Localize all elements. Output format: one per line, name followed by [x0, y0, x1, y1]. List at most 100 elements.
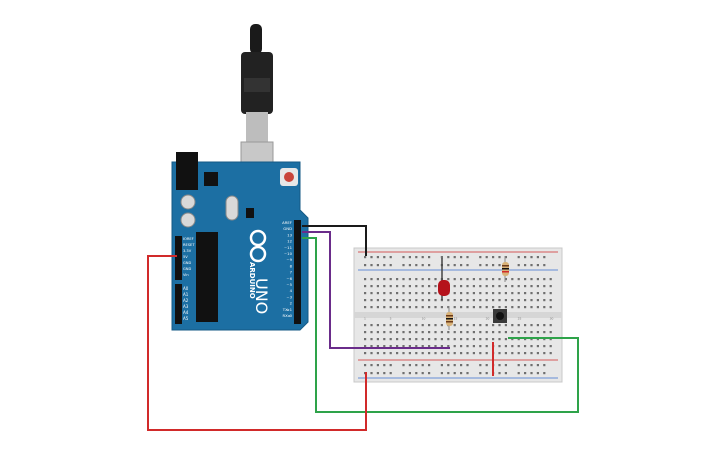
breadboard-hole[interactable]: [396, 285, 399, 288]
breadboard-hole[interactable]: [415, 331, 418, 334]
breadboard-hole[interactable]: [472, 292, 475, 295]
breadboard-hole[interactable]: [364, 331, 367, 334]
breadboard-hole[interactable]: [485, 278, 488, 281]
breadboard-hole[interactable]: [549, 338, 552, 341]
breadboard-hole[interactable]: [511, 292, 514, 295]
breadboard-hole[interactable]: [383, 278, 386, 281]
breadboard-hole[interactable]: [543, 285, 546, 288]
breadboard-hole[interactable]: [530, 264, 533, 267]
wire-green-pin11[interactable]: [302, 237, 579, 413]
breadboard-hole[interactable]: [530, 292, 533, 295]
breadboard-hole[interactable]: [466, 264, 469, 267]
breadboard-hole[interactable]: [543, 345, 546, 348]
breadboard-hole[interactable]: [453, 324, 456, 327]
breadboard-hole[interactable]: [536, 299, 539, 302]
breadboard-hole[interactable]: [428, 338, 431, 341]
breadboard-hole[interactable]: [453, 331, 456, 334]
breadboard-hole[interactable]: [549, 299, 552, 302]
breadboard-hole[interactable]: [536, 256, 539, 259]
breadboard-hole[interactable]: [453, 285, 456, 288]
breadboard-hole[interactable]: [479, 264, 482, 267]
breadboard-hole[interactable]: [530, 364, 533, 367]
breadboard-hole[interactable]: [536, 338, 539, 341]
breadboard-hole[interactable]: [536, 372, 539, 375]
breadboard-hole[interactable]: [549, 324, 552, 327]
breadboard-hole[interactable]: [498, 285, 501, 288]
breadboard-hole[interactable]: [517, 299, 520, 302]
breadboard-hole[interactable]: [460, 256, 463, 259]
breadboard-hole[interactable]: [428, 256, 431, 259]
breadboard-hole[interactable]: [492, 331, 495, 334]
breadboard-hole[interactable]: [370, 338, 373, 341]
breadboard-hole[interactable]: [543, 364, 546, 367]
breadboard-hole[interactable]: [504, 372, 507, 375]
breadboard-hole[interactable]: [370, 285, 373, 288]
breadboard-hole[interactable]: [415, 256, 418, 259]
breadboard-hole[interactable]: [466, 364, 469, 367]
breadboard-hole[interactable]: [383, 324, 386, 327]
breadboard-hole[interactable]: [428, 292, 431, 295]
breadboard-hole[interactable]: [504, 331, 507, 334]
breadboard-hole[interactable]: [376, 256, 379, 259]
breadboard-hole[interactable]: [408, 278, 411, 281]
breadboard-hole[interactable]: [485, 306, 488, 309]
breadboard-hole[interactable]: [517, 364, 520, 367]
breadboard-hole[interactable]: [402, 292, 405, 295]
breadboard-hole[interactable]: [415, 372, 418, 375]
breadboard-hole[interactable]: [453, 292, 456, 295]
breadboard-hole[interactable]: [408, 285, 411, 288]
breadboard-hole[interactable]: [428, 331, 431, 334]
breadboard-hole[interactable]: [421, 278, 424, 281]
breadboard-hole[interactable]: [517, 331, 520, 334]
breadboard-hole[interactable]: [376, 352, 379, 355]
breadboard-hole[interactable]: [524, 264, 527, 267]
breadboard-hole[interactable]: [389, 256, 392, 259]
breadboard-hole[interactable]: [466, 331, 469, 334]
breadboard-hole[interactable]: [498, 256, 501, 259]
breadboard-hole[interactable]: [370, 372, 373, 375]
breadboard-hole[interactable]: [536, 306, 539, 309]
digital-header[interactable]: [294, 220, 301, 324]
breadboard-hole[interactable]: [536, 278, 539, 281]
breadboard-hole[interactable]: [434, 331, 437, 334]
breadboard-hole[interactable]: [389, 278, 392, 281]
breadboard-hole[interactable]: [408, 292, 411, 295]
breadboard-hole[interactable]: [453, 299, 456, 302]
breadboard-hole[interactable]: [389, 306, 392, 309]
breadboard-hole[interactable]: [408, 299, 411, 302]
breadboard-hole[interactable]: [440, 299, 443, 302]
breadboard-hole[interactable]: [453, 278, 456, 281]
breadboard-hole[interactable]: [517, 285, 520, 288]
breadboard-hole[interactable]: [492, 306, 495, 309]
breadboard-hole[interactable]: [453, 338, 456, 341]
breadboard-hole[interactable]: [492, 292, 495, 295]
breadboard-hole[interactable]: [396, 345, 399, 348]
breadboard-hole[interactable]: [517, 278, 520, 281]
breadboard-hole[interactable]: [511, 278, 514, 281]
breadboard-hole[interactable]: [383, 299, 386, 302]
breadboard-hole[interactable]: [485, 338, 488, 341]
breadboard-hole[interactable]: [504, 352, 507, 355]
breadboard-hole[interactable]: [389, 338, 392, 341]
breadboard-hole[interactable]: [408, 345, 411, 348]
breadboard-hole[interactable]: [415, 364, 418, 367]
breadboard-hole[interactable]: [511, 345, 514, 348]
breadboard-hole[interactable]: [460, 292, 463, 295]
breadboard-hole[interactable]: [428, 299, 431, 302]
breadboard-hole[interactable]: [370, 331, 373, 334]
breadboard-hole[interactable]: [421, 285, 424, 288]
breadboard-hole[interactable]: [530, 345, 533, 348]
power-header[interactable]: [175, 236, 182, 280]
breadboard-hole[interactable]: [447, 331, 450, 334]
breadboard-hole[interactable]: [402, 299, 405, 302]
breadboard-hole[interactable]: [447, 345, 450, 348]
breadboard-hole[interactable]: [383, 338, 386, 341]
breadboard-hole[interactable]: [460, 324, 463, 327]
breadboard-hole[interactable]: [364, 324, 367, 327]
breadboard-hole[interactable]: [402, 324, 405, 327]
breadboard-hole[interactable]: [421, 299, 424, 302]
breadboard-hole[interactable]: [389, 364, 392, 367]
breadboard-hole[interactable]: [485, 352, 488, 355]
breadboard-hole[interactable]: [460, 372, 463, 375]
